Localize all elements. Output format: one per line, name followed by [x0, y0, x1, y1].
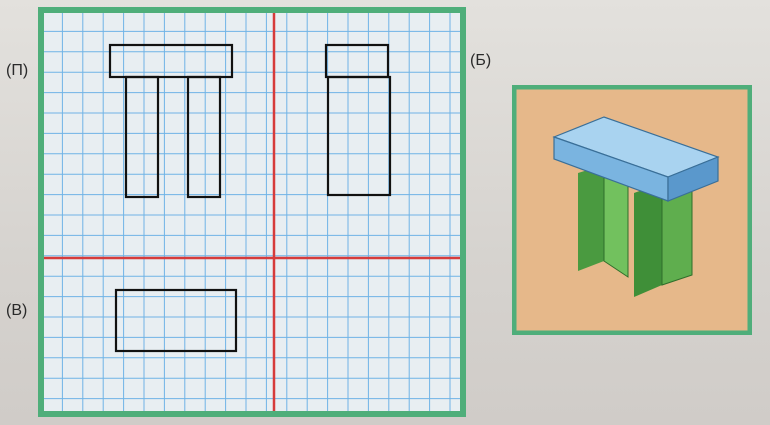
side-view-drawing [324, 43, 392, 197]
front-view-drawing [108, 43, 234, 199]
iso-tabletop-side [667, 156, 719, 202]
front-view-right-leg [186, 75, 222, 199]
isometric-table-model [512, 85, 752, 335]
isometric-panel [512, 85, 752, 335]
label-front-view: (П) [6, 62, 29, 79]
isometric-background [512, 85, 752, 335]
front-view-tabletop [108, 43, 234, 79]
orthographic-grid-panel [38, 7, 466, 417]
iso-right-leg-side [634, 183, 662, 297]
side-view-leg [326, 75, 392, 197]
front-view-left-leg [124, 75, 160, 199]
label-side-view: (Б) [470, 52, 492, 69]
grid-frame [38, 7, 466, 417]
top-view-rectangle [114, 288, 238, 353]
iso-left-leg-side [578, 165, 604, 271]
iso-left-leg-front [604, 165, 628, 277]
orthographic-projection-grid [38, 7, 466, 417]
label-top-view: (В) [6, 302, 28, 319]
grid-paper [38, 7, 466, 417]
